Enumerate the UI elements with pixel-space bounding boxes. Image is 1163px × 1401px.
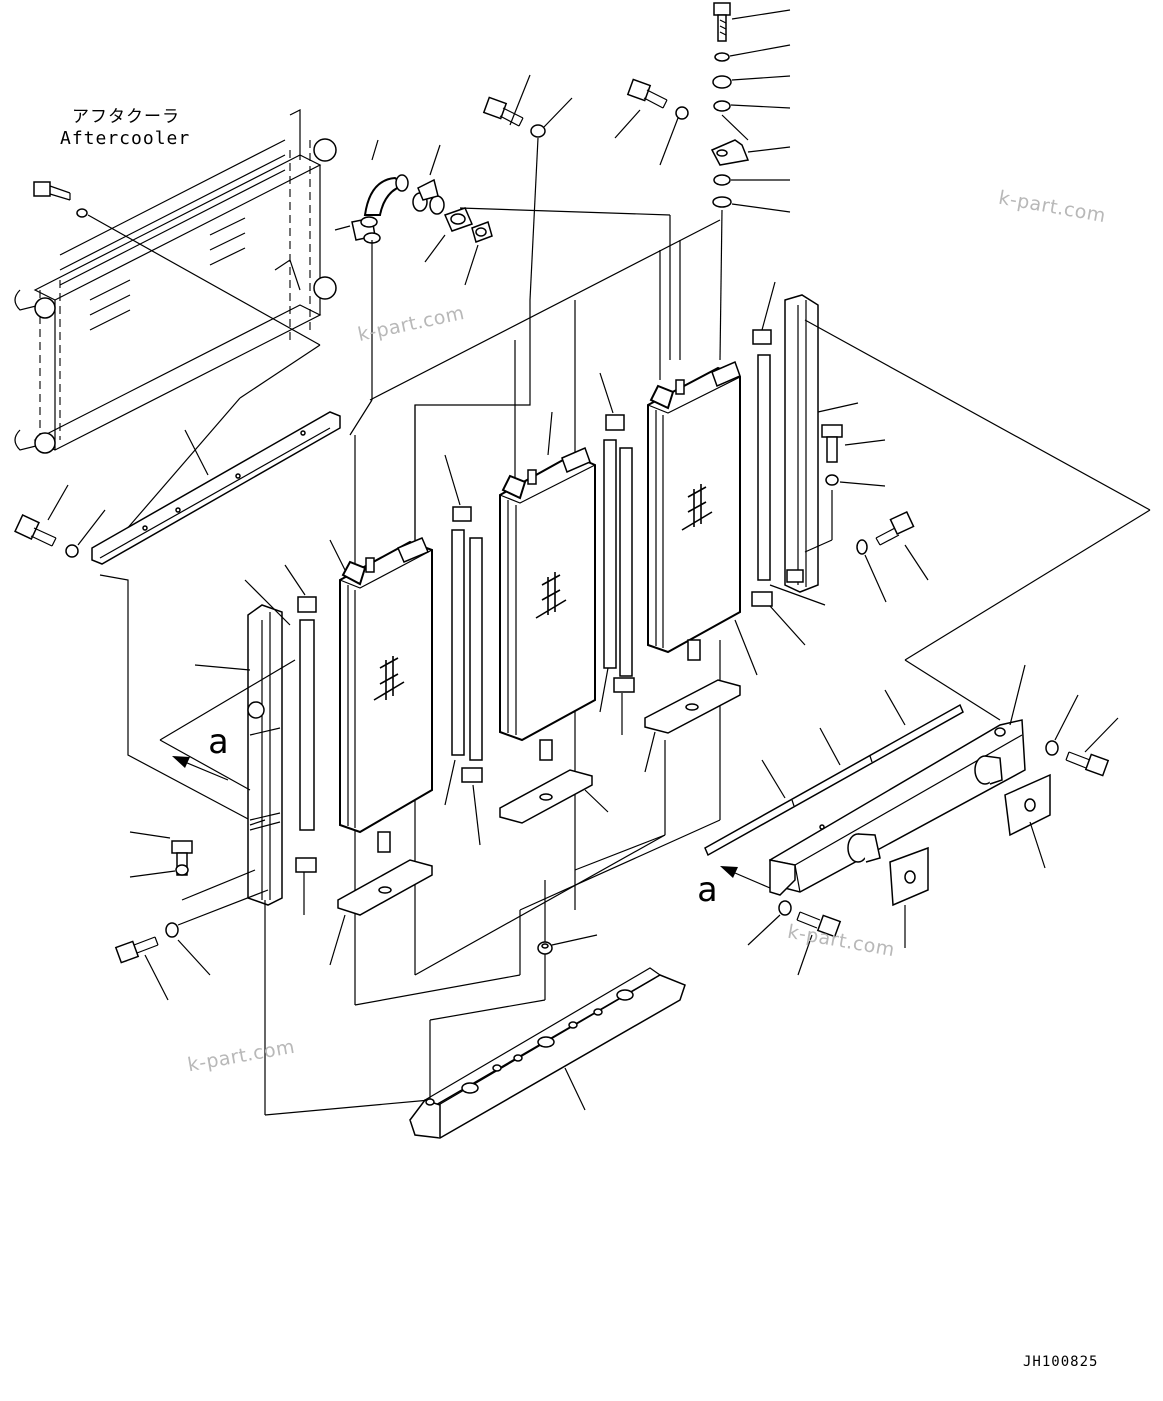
- top-bolt-1: [482, 74, 573, 301]
- left-lower-bolt-1: [129, 831, 256, 901]
- view-arrow-right: [720, 866, 771, 889]
- view-marker-a-left: a: [208, 722, 229, 762]
- aftercooler-washer-icon: [76, 208, 88, 218]
- aftercooler-label: Aftercooler: [60, 128, 191, 149]
- right-frame-bolts: [804, 424, 929, 603]
- radiator-core-2: [499, 411, 596, 761]
- seal-strips-left: [284, 564, 317, 915]
- left-vertical-frame: [159, 579, 296, 906]
- mount-pad-1: [329, 859, 433, 966]
- aftercooler-port-icon: [34, 297, 56, 319]
- bottom-nut: [537, 934, 598, 955]
- left-lower-bolt-2: [114, 889, 269, 1001]
- hose-elbow: [334, 139, 409, 400]
- radiator-core-1: [329, 537, 433, 853]
- left-bolt: [14, 484, 251, 821]
- left-diagonal-bracket: [91, 411, 341, 565]
- bottom-right-rail: [704, 689, 964, 857]
- aftercooler-bolt-icon: [33, 181, 71, 201]
- bottom-right-plates: [889, 773, 1051, 948]
- view-marker-a-right: a: [697, 870, 718, 910]
- top-bolt-2: [614, 78, 689, 166]
- aftercooler-assembly: [14, 109, 337, 561]
- bottom-right-bolts: [747, 694, 1119, 976]
- view-arrow-left: [172, 756, 229, 781]
- mount-pad-2: [499, 769, 609, 824]
- drawing-number: JH100825: [1023, 1354, 1099, 1370]
- bottom-right-beam: [769, 664, 1026, 896]
- bottom-beam: [409, 967, 686, 1139]
- aftercooler-japanese-label: アフタクーラ: [72, 107, 180, 127]
- top-right-stack: [710, 2, 791, 361]
- radiator-core-3: [647, 360, 741, 661]
- seal-strips-middle: [444, 454, 483, 846]
- seal-strips-right: [599, 372, 635, 735]
- mount-pad-3: [644, 619, 758, 773]
- hose-clamps: [412, 144, 671, 286]
- seal-strips-far-right: [751, 281, 826, 646]
- right-frame-bolt-angled: [875, 510, 929, 581]
- right-vertical-frame: [784, 294, 1151, 721]
